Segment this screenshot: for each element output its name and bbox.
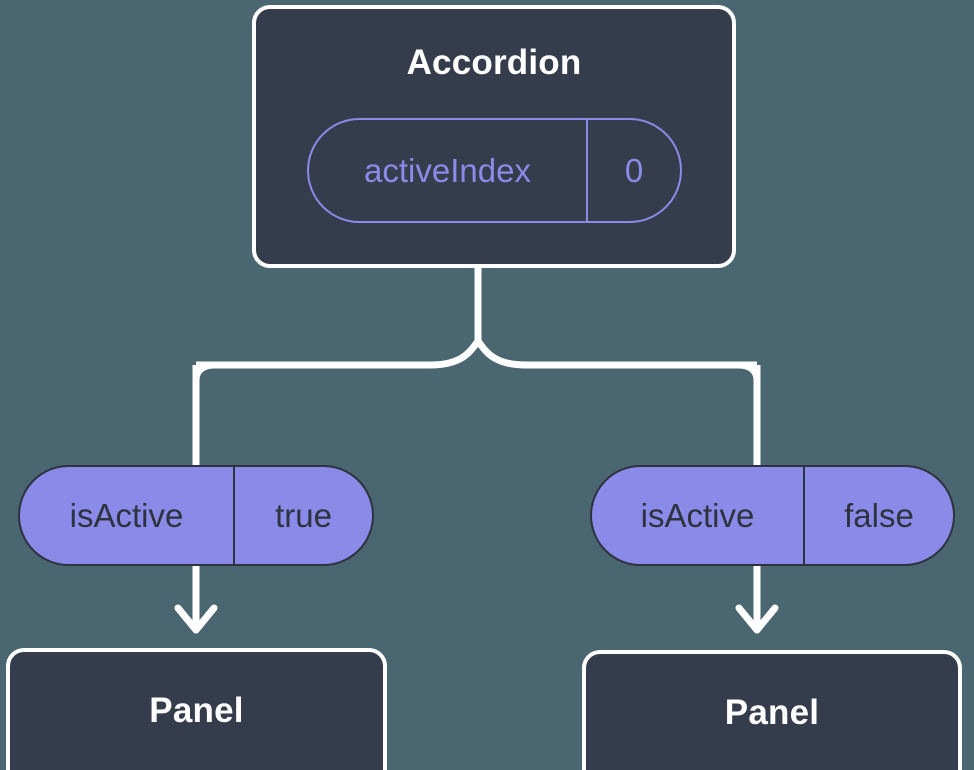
node-panel-left-title: Panel xyxy=(149,690,244,730)
arrow-down-icon-right xyxy=(735,566,779,634)
node-panel-right[interactable]: Panel xyxy=(582,650,962,770)
state-pill-value: 0 xyxy=(624,151,644,189)
prop-pill-key: isActive xyxy=(20,467,235,564)
arrow-down-icon-left xyxy=(174,566,218,634)
state-pill-key: activeIndex xyxy=(309,120,588,221)
node-accordion-title: Accordion xyxy=(406,43,582,82)
prop-pill-value: true xyxy=(275,496,332,534)
prop-pill-isactive-true[interactable]: isActive true xyxy=(18,465,374,566)
prop-pill-key: isActive xyxy=(592,467,805,564)
connector-right-elbow xyxy=(717,361,761,402)
node-panel-right-title: Panel xyxy=(724,692,820,732)
node-panel-left[interactable]: Panel xyxy=(6,648,387,770)
prop-pill-isactive-false[interactable]: isActive false xyxy=(590,465,955,566)
connector-left-elbow xyxy=(192,361,236,402)
prop-pill-value: false xyxy=(844,496,914,534)
branch-split-connector xyxy=(196,337,757,369)
state-pill-activeindex[interactable]: activeIndex 0 xyxy=(307,118,682,223)
